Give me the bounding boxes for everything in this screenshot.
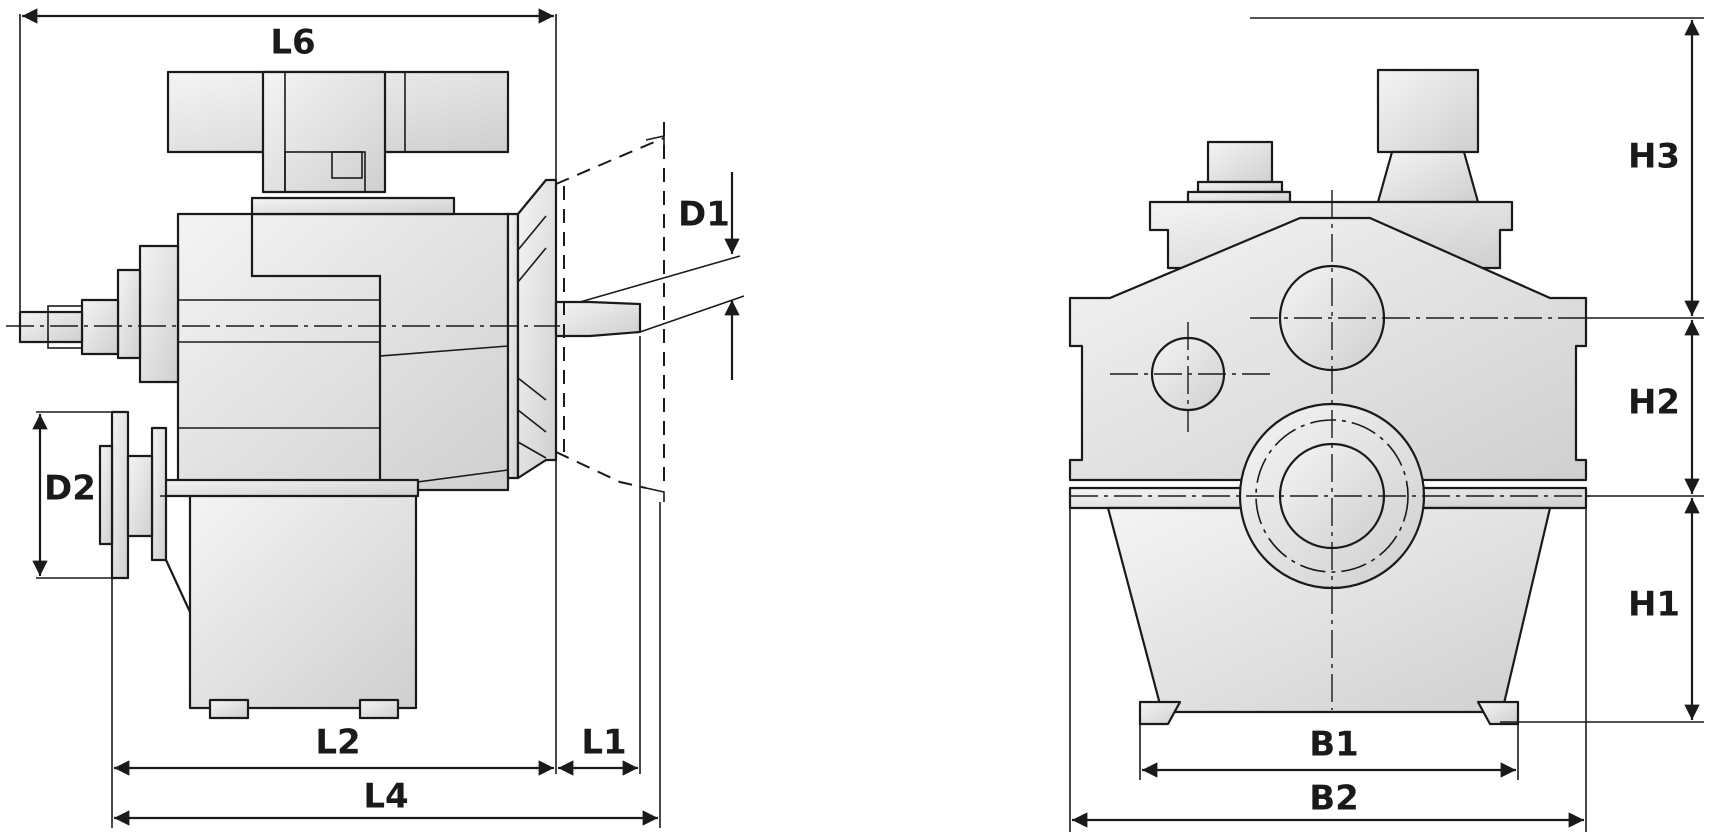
output-shaft xyxy=(554,300,642,338)
dim-label-D1: D1 xyxy=(678,195,730,235)
dim-label-H1: H1 xyxy=(1628,585,1680,625)
main-housing xyxy=(176,212,510,492)
input-shaft xyxy=(18,310,84,344)
top-motor-box xyxy=(1376,68,1480,154)
lower-base-block xyxy=(188,492,418,710)
side-view-dimensions: L6 D1 D2 L2 L1 L4 xyxy=(19,8,745,828)
top-handle-stem xyxy=(261,70,387,194)
front-view xyxy=(1068,68,1590,726)
output-flange xyxy=(110,410,130,580)
dim-label-H3: H3 xyxy=(1628,137,1680,177)
dim-label-L4: L4 xyxy=(363,777,408,817)
dim-label-L6: L6 xyxy=(270,23,315,63)
dim-label-D2: D2 xyxy=(44,469,96,509)
dim-label-L2: L2 xyxy=(315,723,360,763)
dim-label-H2: H2 xyxy=(1628,383,1680,423)
side-view xyxy=(6,70,665,720)
fan-cone xyxy=(516,178,558,480)
dim-label-L1: L1 xyxy=(581,723,626,763)
front-view-dimensions: H3 H2 H1 B1 B2 xyxy=(1069,17,1704,832)
dim-label-B2: B2 xyxy=(1309,779,1359,819)
dim-label-B1: B1 xyxy=(1309,725,1359,765)
